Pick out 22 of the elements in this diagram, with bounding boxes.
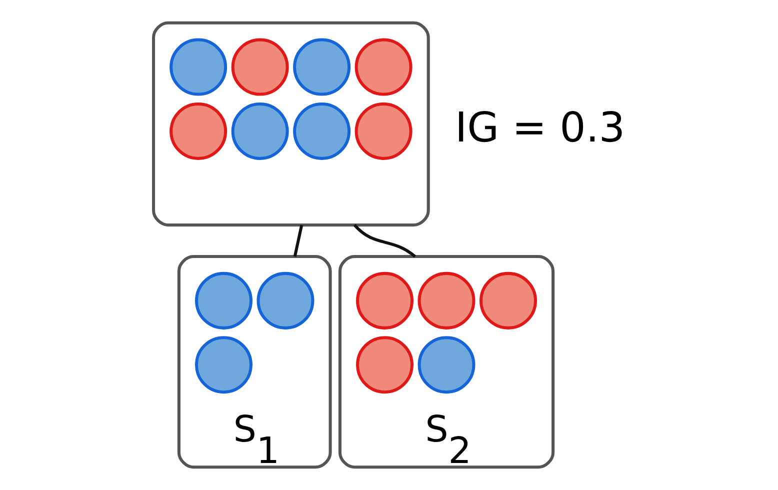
node-circle [480,272,537,330]
node-circle [170,38,228,96]
node-circle [231,102,289,160]
node-circle [418,336,476,394]
label: IG = 0.3 [454,104,626,152]
node-circle [354,102,412,160]
connector [353,224,416,258]
node-circle [418,272,476,330]
node-circle [231,38,289,96]
node-circle [195,272,252,330]
node-circle [354,38,412,96]
node-circle [293,38,351,96]
cluster [338,254,555,469]
node-circle [170,102,228,160]
node-circle [293,102,351,160]
cluster [177,254,332,469]
connector [293,224,304,257]
node-circle [356,336,414,394]
node-circle [256,272,314,330]
node-circle [195,336,252,394]
cluster [152,21,430,227]
node-circle [356,272,414,330]
